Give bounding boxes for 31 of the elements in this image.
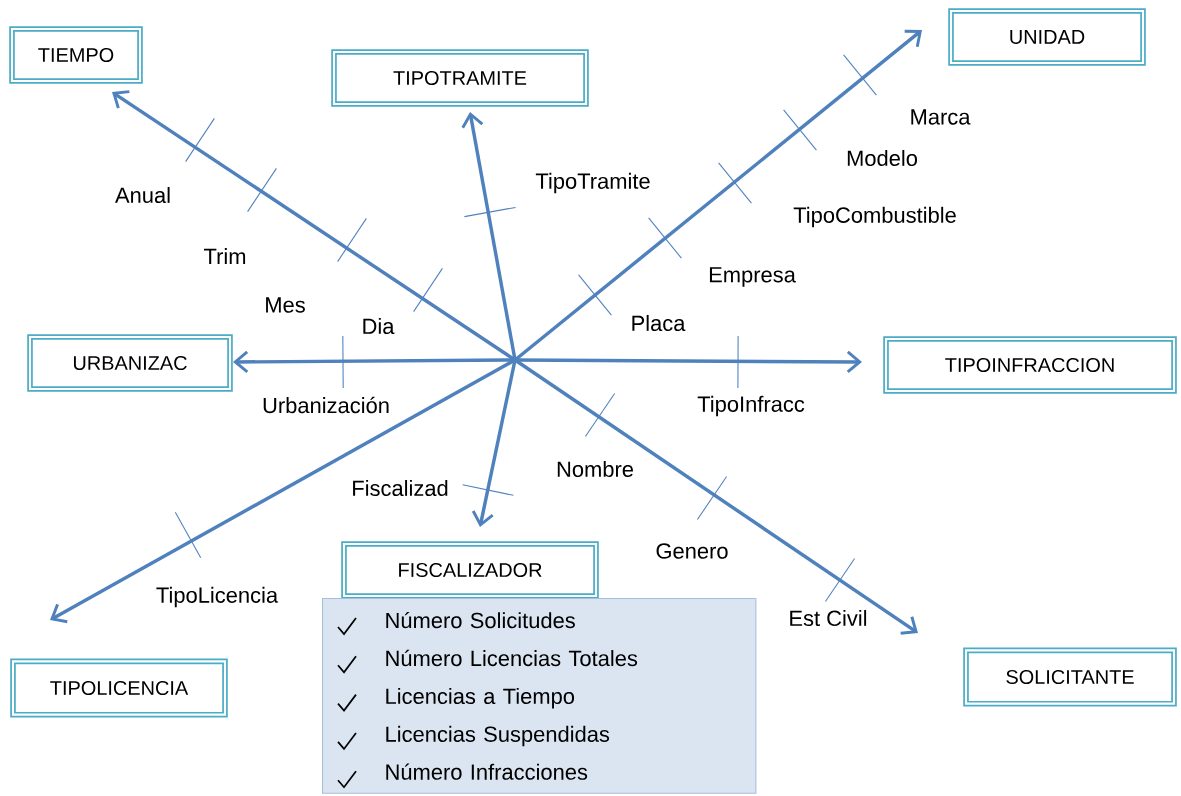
arrow — [515, 350, 862, 373]
dimension-box: UNIDAD — [948, 8, 1146, 66]
tick-label: Genero — [656, 543, 728, 559]
tick-label: Empresa — [709, 267, 796, 287]
arrow — [514, 358, 918, 635]
tick-label: Placa — [632, 314, 686, 332]
dimension-box: SOLICITANTE — [963, 647, 1177, 707]
tick-label: Dia — [363, 317, 395, 335]
tick-label: Urbanización — [263, 396, 389, 414]
tick-label: TipoTramite — [535, 172, 650, 194]
arrow — [471, 359, 517, 527]
dimension-box: TIPOTRAMITE — [331, 49, 589, 107]
tick-label: TipoLicencia — [156, 586, 279, 608]
dimension-box: URBANIZAC — [27, 334, 233, 392]
tick-label: Trim — [204, 248, 246, 264]
tick-label: Nombre — [557, 460, 633, 478]
tick-label: Modelo — [847, 149, 917, 167]
tick-label: TipoCombustible — [793, 206, 956, 228]
tick-label: Marca — [911, 109, 971, 125]
arrow — [461, 112, 517, 361]
tick-label: Anual — [115, 186, 170, 204]
dimension-box: TIPOLICENCIA — [10, 658, 228, 718]
tick-label: Est Civil — [790, 609, 867, 627]
dimension-box: FISCALIZADOR — [341, 541, 599, 599]
measures-box: Número Solicitudes Número Licencias Totales Licencias a Tiempo Licencias Suspendidas Número Infracciones — [322, 598, 757, 794]
arrow — [50, 358, 516, 624]
tick-label: Fiscalizad — [353, 479, 448, 497]
tick-label: TipoInfracc — [697, 395, 805, 417]
dimension-box: TIPOINFRACCION — [883, 336, 1177, 394]
dimension-box: TIEMPO — [9, 26, 143, 84]
tick-label: Mes — [266, 297, 305, 313]
